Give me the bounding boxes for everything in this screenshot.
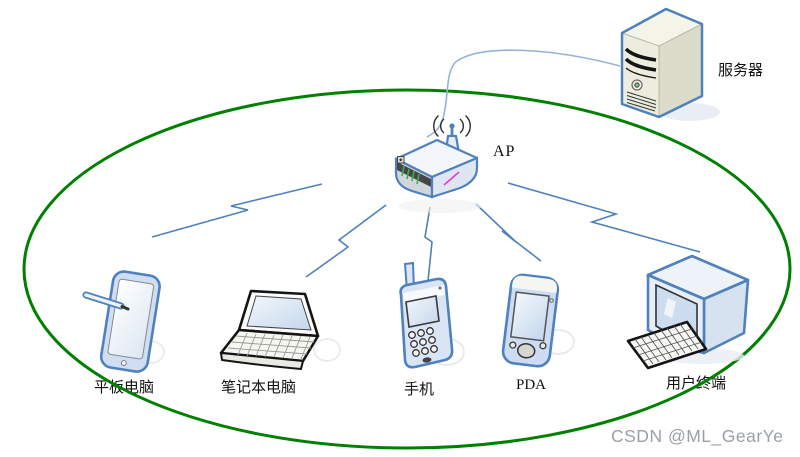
watermark-text: CSDN @ML_GearYe xyxy=(611,426,784,446)
label-server: 服务器 xyxy=(718,63,764,79)
label-laptop: 笔记本电脑 xyxy=(221,380,297,396)
wireless-links xyxy=(151,182,701,282)
server-ap-link xyxy=(426,49,621,138)
stylus-icon xyxy=(82,291,130,311)
terminal-keyboard-icon xyxy=(626,320,708,370)
lightning-link-tablet xyxy=(151,183,323,238)
lightning-link-pda xyxy=(475,203,542,262)
laptop-icon xyxy=(219,289,341,370)
label-phone: 手机 xyxy=(404,382,435,398)
label-ap: AP xyxy=(493,143,516,160)
antenna-icon xyxy=(441,134,465,183)
lightning-link-phone xyxy=(424,206,433,282)
wifi-signal-icon xyxy=(433,114,471,138)
lightning-link-laptop xyxy=(305,204,387,278)
phone-keypad xyxy=(408,327,438,357)
access-point-icon xyxy=(394,114,482,213)
terminal-icon xyxy=(626,254,750,370)
lightning-link-terminal xyxy=(507,182,701,253)
label-tablet: 平板电脑 xyxy=(94,380,155,396)
mobile-phone-icon xyxy=(399,261,465,369)
tablet-icon xyxy=(82,270,165,373)
server-icon xyxy=(620,7,720,121)
phone-antenna-icon xyxy=(403,261,416,293)
pda-icon xyxy=(501,273,575,368)
label-terminal: 用户终端 xyxy=(666,376,727,392)
label-pda: PDA xyxy=(516,377,547,393)
